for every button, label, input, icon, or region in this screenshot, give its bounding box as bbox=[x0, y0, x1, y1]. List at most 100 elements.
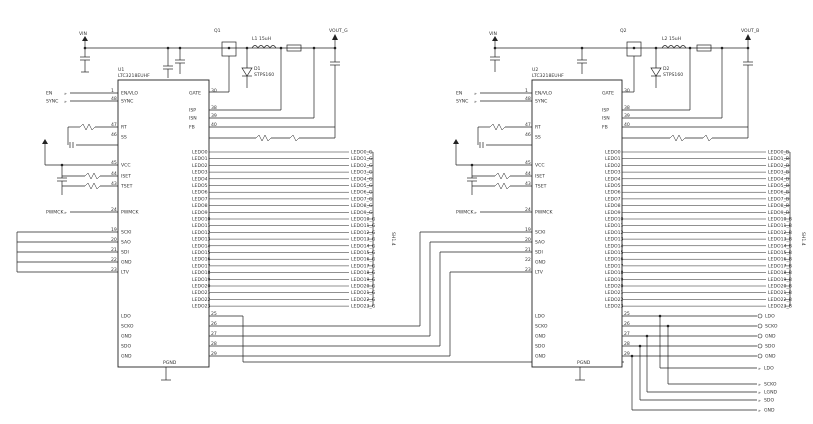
left-pin-number: 48 bbox=[111, 96, 117, 102]
left-pin-number: 20 bbox=[111, 237, 117, 243]
right-pin-number: 40 bbox=[624, 122, 630, 128]
left-diode-ref: D1 bbox=[254, 66, 261, 72]
left-inductor-label: L1 15uH bbox=[252, 36, 271, 42]
terminal-circle-icon bbox=[757, 313, 763, 319]
left-pin-name: SCKO bbox=[121, 324, 134, 330]
right-pin-number: 30 bbox=[624, 88, 630, 94]
right-pin-number: 38 bbox=[624, 105, 630, 111]
right-pin-name: ISN bbox=[602, 116, 610, 122]
left-pin-name: EN/VLO bbox=[121, 91, 138, 97]
right-led-pin-name: LEDO23 bbox=[605, 304, 624, 310]
right-terminal-label: SCKO bbox=[765, 324, 778, 330]
left-net-label: PWMCK bbox=[46, 210, 64, 216]
right-led-net-label: LEDO12_B bbox=[768, 230, 792, 236]
left-pin-number: 1 bbox=[111, 88, 114, 94]
junction-dot bbox=[720, 46, 724, 50]
right-pin-name: VCC bbox=[535, 163, 545, 169]
left-pin-name: GND bbox=[121, 334, 132, 340]
right-led-pin-name: LEDO13 bbox=[605, 237, 624, 243]
right-led-net-label: LEDO15_B bbox=[768, 250, 792, 256]
right-pin-number: 45 bbox=[525, 160, 531, 166]
right-led-pin-name: LEDO1 bbox=[605, 156, 621, 162]
right-output-label: LDO bbox=[764, 366, 774, 372]
right-pin-number: 21 bbox=[525, 247, 531, 253]
terminal-circle-icon bbox=[757, 333, 763, 339]
right-pin-number: 28 bbox=[624, 341, 630, 347]
left-pin-number: 39 bbox=[211, 113, 217, 119]
chevron-right-icon: » bbox=[474, 92, 477, 97]
chevron-right-icon: » bbox=[758, 391, 761, 396]
left-led-net-label: LEDO10_G bbox=[351, 217, 376, 223]
right-power-stage: VIN Q2 L2 15uH D2 STPS160 VOUT_B bbox=[489, 28, 759, 142]
left-led-pin-name: LEDO4 bbox=[192, 176, 208, 182]
right-terminal-label: GND bbox=[765, 354, 776, 360]
terminal-circle-icon bbox=[757, 343, 763, 349]
right-pin-number: 39 bbox=[624, 113, 630, 119]
left-led-net-label: LEDO15_G bbox=[351, 250, 376, 256]
right-pin-name: SDI bbox=[535, 250, 543, 256]
junction-dot bbox=[470, 163, 474, 167]
left-led-net-label: LEDO7_G bbox=[351, 196, 373, 202]
right-pin-number: 23 bbox=[525, 267, 531, 273]
right-led-net-label: LEDO21_B bbox=[768, 290, 792, 296]
right-led-net-label: LEDO20_B bbox=[768, 284, 792, 290]
junction-dot bbox=[493, 46, 497, 50]
right-output-label: SDO bbox=[764, 398, 774, 404]
right-led-net-label: LEDO9_B bbox=[768, 210, 789, 216]
right-chip-part: LTC3218EUHF bbox=[532, 73, 564, 79]
right-led-net-label: LEDO3_B bbox=[768, 170, 789, 176]
left-pin-name: RT bbox=[121, 125, 127, 131]
chevron-right-icon: » bbox=[758, 409, 761, 414]
chevron-right-icon: » bbox=[64, 211, 67, 216]
right-diode-icon bbox=[650, 67, 662, 77]
junction-dot bbox=[638, 344, 642, 348]
junction-dot bbox=[688, 46, 692, 50]
right-led-pin-name: LEDO22 bbox=[605, 297, 624, 303]
right-led-pin-name: LEDO20 bbox=[605, 284, 624, 290]
right-pin-name: GND bbox=[535, 260, 546, 266]
right-led-pin-name: LEDO4 bbox=[605, 176, 621, 182]
left-chip-ref: U1 bbox=[118, 67, 124, 73]
left-led-net-label: LEDO14_G bbox=[351, 243, 376, 249]
junction-dot bbox=[227, 46, 231, 50]
left-led-pin-name: LEDO5 bbox=[192, 183, 208, 189]
left-led-pin-name: LEDO13 bbox=[192, 237, 211, 243]
right-led-pin-name: LEDO6 bbox=[605, 190, 621, 196]
left-pin-number: 21 bbox=[111, 247, 117, 253]
right-led-net-label: LEDO17_B bbox=[768, 263, 792, 269]
left-pin-number: 19 bbox=[111, 227, 117, 233]
junction-dot bbox=[312, 46, 316, 50]
left-pin-name: LTV bbox=[121, 270, 130, 276]
right-pin-name: LDO bbox=[535, 314, 545, 320]
right-pin-number: 29 bbox=[624, 351, 630, 357]
right-pin-name: ISET bbox=[535, 174, 545, 180]
left-pin-name: SCKI bbox=[121, 230, 132, 236]
left-q-label: Q1 bbox=[214, 28, 221, 34]
junction-dot bbox=[645, 334, 649, 338]
right-led-pin-name: LEDO21 bbox=[605, 290, 624, 296]
left-pin-number: 22 bbox=[111, 257, 117, 263]
junction-dot bbox=[83, 46, 87, 50]
terminal-circle-icon bbox=[757, 323, 763, 329]
left-led-pin-name: LEDO6 bbox=[192, 190, 208, 196]
left-led-net-label: LEDO1_G bbox=[351, 156, 373, 162]
left-pin-number: 27 bbox=[211, 331, 217, 337]
right-chip-pgnd: PGND bbox=[577, 360, 591, 366]
right-led-net-label: LEDO16_B bbox=[768, 257, 792, 263]
chevron-right-icon: » bbox=[474, 211, 477, 216]
left-led-net-label: LEDO20_G bbox=[351, 284, 376, 290]
right-output-label: SCKO bbox=[764, 382, 777, 388]
left-pin-name: PWMCK bbox=[121, 210, 139, 216]
right-q-label: Q2 bbox=[620, 28, 627, 34]
right-pin-name: SS bbox=[535, 135, 541, 141]
right-pin-name: LTV bbox=[535, 270, 544, 276]
left-net-label: SYNC bbox=[46, 99, 58, 105]
chevron-right-icon: » bbox=[758, 383, 761, 388]
left-chip-body bbox=[117, 79, 210, 368]
left-led-net-label: LEDO18_G bbox=[351, 270, 376, 276]
left-led-bus-label: SH1.4 bbox=[390, 232, 396, 246]
right-led-pin-name: LEDO11 bbox=[605, 223, 624, 229]
left-vin-label: VIN bbox=[79, 31, 87, 37]
right-pin-name: TSET bbox=[534, 184, 547, 190]
right-terminal-label: SDO bbox=[765, 344, 775, 350]
